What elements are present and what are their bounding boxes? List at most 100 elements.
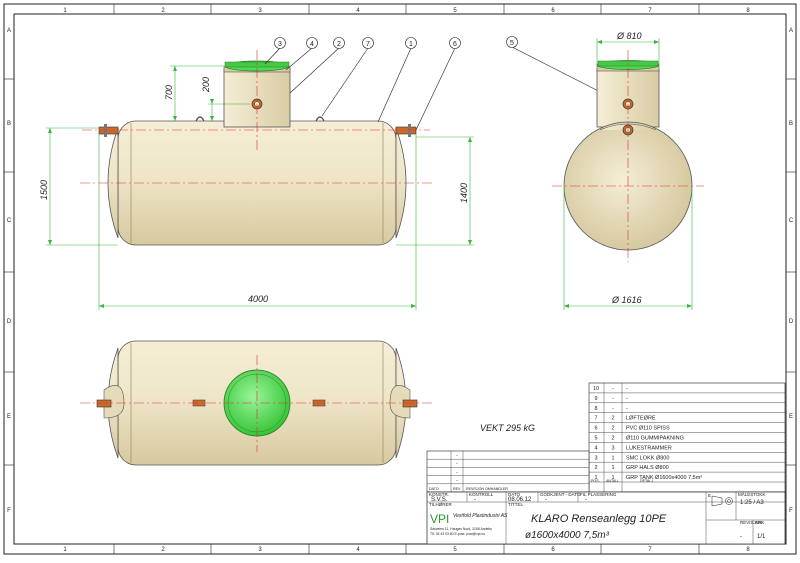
bom-qty: 3 bbox=[611, 445, 614, 451]
svg-text:2: 2 bbox=[337, 41, 341, 48]
godkjent-value: - bbox=[545, 497, 547, 503]
col-label: 3 bbox=[258, 547, 262, 553]
bom-qty: 1 bbox=[611, 455, 614, 461]
row-label: A bbox=[7, 28, 11, 34]
row-label: B bbox=[789, 121, 793, 127]
company-address: Sdsveien 11, Hauges Nord, 3158 Andebu bbox=[430, 527, 492, 531]
konstr-value: S.V.S. bbox=[431, 497, 448, 503]
dato-label: DATO bbox=[508, 492, 521, 497]
col-label: 8 bbox=[746, 547, 750, 553]
rev-value: - bbox=[456, 469, 458, 475]
outlet-pipe bbox=[395, 126, 417, 135]
bom-pos: 5 bbox=[594, 436, 597, 442]
bom-qty: 2 bbox=[611, 426, 614, 432]
bom-pos: 10 bbox=[593, 386, 599, 392]
bom-pos: 8 bbox=[594, 406, 597, 412]
bom-header-desc: DETALJ bbox=[640, 479, 653, 483]
dato-value: 08.06.12 bbox=[508, 497, 532, 503]
company-name: Vestfold Plastindustri AS bbox=[453, 513, 508, 519]
rev-header-rev: REV. bbox=[453, 487, 461, 491]
bom-pos: 4 bbox=[594, 445, 597, 451]
e-label: E bbox=[708, 493, 711, 498]
rev-value: - bbox=[456, 478, 458, 484]
dim-overall-height: 1500 bbox=[39, 180, 49, 200]
inner-border bbox=[13, 13, 787, 545]
col-label: 2 bbox=[161, 547, 165, 553]
dim-pipe-height: 200 bbox=[201, 77, 211, 93]
balloon-2: 2 bbox=[333, 37, 345, 49]
svg-text:6: 6 bbox=[453, 41, 457, 48]
end-dim-arrows bbox=[564, 40, 692, 308]
row-label: D bbox=[7, 319, 12, 325]
outer-border bbox=[3, 3, 797, 555]
fil-value: - bbox=[585, 497, 587, 503]
balloon-4: 4 bbox=[306, 37, 318, 49]
bom-header-qty: ANTALL bbox=[606, 479, 619, 483]
bom-desc: SMC LOKK Ø800 bbox=[626, 455, 669, 461]
bom-pos: 3 bbox=[594, 455, 597, 461]
rev-header-desc: REVISJON OMHANDLER bbox=[466, 487, 508, 491]
balloons: 3 4 2 7 1 6 5 bbox=[274, 36, 518, 49]
top-inlet-pipe bbox=[96, 399, 112, 408]
fil-label: FIL PLASSERING bbox=[580, 492, 617, 497]
col-label: 5 bbox=[453, 8, 457, 14]
ark-value: 1/1 bbox=[757, 534, 766, 540]
col-label: 6 bbox=[551, 8, 555, 14]
bom-desc: - bbox=[626, 406, 628, 412]
tilhorer-label: TILHØRER bbox=[429, 502, 453, 507]
balloon-3: 3 bbox=[274, 37, 286, 49]
col-label: 8 bbox=[746, 8, 750, 14]
end-dimension-labels: Ø 810 Ø 1616 bbox=[611, 31, 642, 305]
dim-tank-diameter: Ø 1616 bbox=[611, 295, 642, 305]
bom-pos: 7 bbox=[594, 416, 597, 422]
row-labels-left: A B C D E F bbox=[7, 28, 12, 514]
col-label: 1 bbox=[63, 8, 67, 14]
col-label: 5 bbox=[453, 547, 457, 553]
lifting-lug bbox=[315, 116, 325, 122]
balloon-5: 5 bbox=[506, 36, 518, 48]
row-label: C bbox=[7, 218, 12, 224]
tank-end-left bbox=[107, 127, 119, 239]
godkjent-label: GODKJENT - DATO bbox=[540, 492, 581, 497]
bom-desc: GRP HALS Ø800 bbox=[626, 465, 669, 471]
bom-qty: - bbox=[612, 406, 614, 412]
bom-desc: - bbox=[626, 396, 628, 402]
row-label: F bbox=[789, 508, 793, 514]
drawing-subtitle: ø1600x4000 7,5m³ bbox=[525, 530, 610, 541]
bom-desc: PVC Ø110 SPISS bbox=[626, 426, 670, 432]
dim-neck-height: 700 bbox=[164, 85, 174, 100]
bom-qty: - bbox=[612, 386, 614, 392]
rev-header-dato: DATO bbox=[429, 487, 439, 491]
bom-pos: 1 bbox=[594, 475, 597, 481]
rev-value: - bbox=[456, 461, 458, 467]
svg-text:4: 4 bbox=[310, 41, 314, 48]
bom-qty: 2 bbox=[611, 436, 614, 442]
col-label: 7 bbox=[648, 547, 652, 553]
revisjon-label: REVISJON bbox=[740, 520, 763, 525]
kontroll-value: - bbox=[474, 497, 476, 503]
row-label: F bbox=[7, 508, 11, 514]
bom-header-pos: POS. bbox=[591, 479, 600, 483]
top-outlet-pipe bbox=[402, 399, 418, 408]
svg-text:1: 1 bbox=[409, 41, 413, 48]
ark-label: ARK bbox=[755, 520, 764, 525]
weight-label: VEKT 295 kG bbox=[480, 423, 535, 433]
bom-pos: 6 bbox=[594, 426, 597, 432]
malestokk-label: MÅLESTOKK bbox=[738, 491, 765, 497]
row-label: B bbox=[7, 121, 11, 127]
bom-desc: LØFTEØRE bbox=[626, 416, 656, 422]
end-view bbox=[552, 50, 704, 262]
dim-length: 4000 bbox=[248, 294, 268, 304]
row-label: E bbox=[7, 414, 11, 420]
inlet-pipe bbox=[98, 126, 119, 135]
end-view-dimensions bbox=[563, 38, 693, 310]
projection-symbol-icon bbox=[711, 495, 733, 507]
column-labels-bottom: 1 2 3 4 5 6 7 8 bbox=[63, 547, 750, 553]
row-label: C bbox=[789, 218, 794, 224]
bom-qty: 2 bbox=[611, 416, 614, 422]
col-label: 4 bbox=[356, 8, 360, 14]
title-block: KONSTR. S.V.S. KONTROLL - DATO 08.06.12 … bbox=[426, 491, 786, 545]
